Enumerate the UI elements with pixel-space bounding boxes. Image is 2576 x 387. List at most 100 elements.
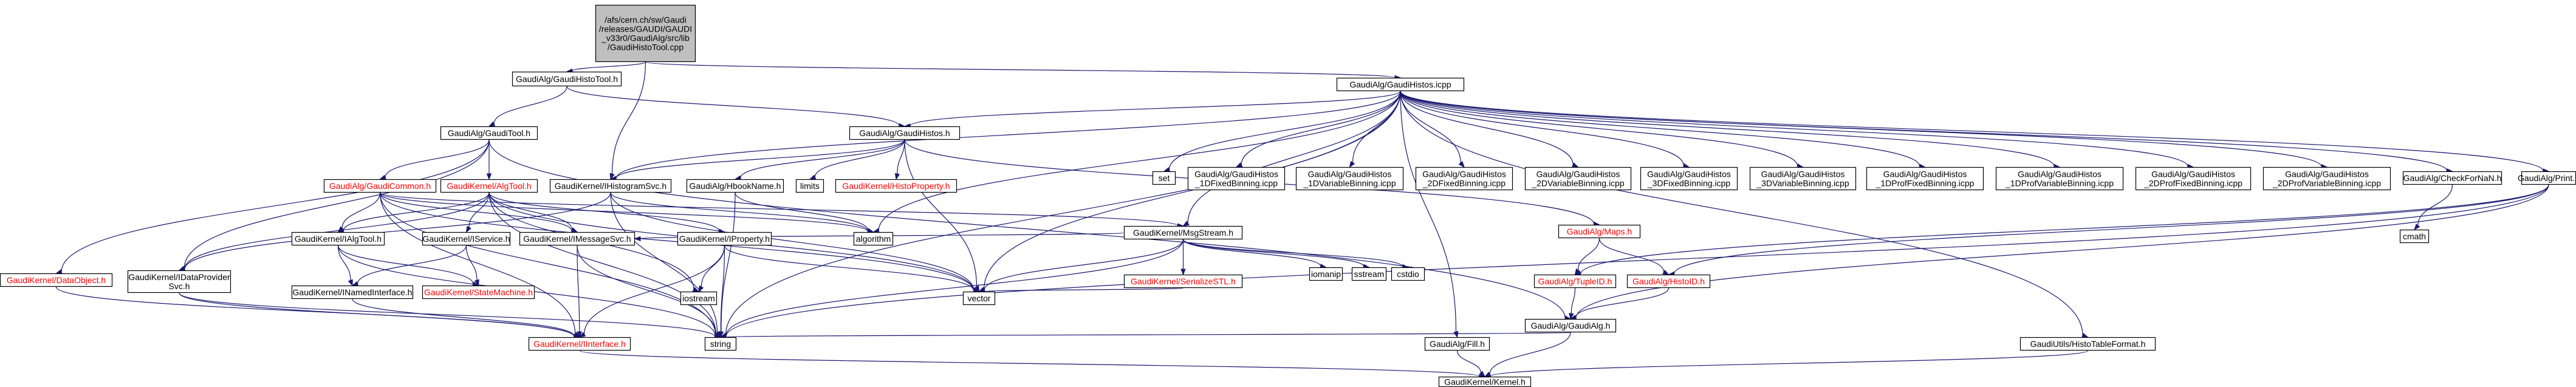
edge-gaudihistos_icpp-to-h2dprofvar xyxy=(1400,91,2328,170)
node-dataobject-h[interactable]: GaudiKernel/DataObject.h xyxy=(0,273,113,287)
arrowhead xyxy=(474,279,479,287)
node-hbookname-h[interactable]: GaudiAlg/HbookName.h xyxy=(686,179,784,193)
node-cstdio[interactable]: cstdio xyxy=(1391,267,1425,281)
node-ihistogramsvc-h[interactable]: GaudiKernel/IHistogramSvc.h xyxy=(549,179,672,193)
node-gaudihistotool-h[interactable]: GaudiAlg/GaudiHistoTool.h xyxy=(512,71,622,87)
arrowhead xyxy=(692,287,700,292)
arrowhead xyxy=(1569,312,1574,320)
node-label: GaudiAlg/GaudiHistos.h xyxy=(859,128,950,138)
node-h2dvar[interactable]: GaudiAlg/GaudiHistos_2DVariableBinning.i… xyxy=(1524,166,1632,191)
node-iservice-h[interactable]: GaudiKernel/IService.h xyxy=(422,231,511,246)
node-box xyxy=(1309,267,1343,281)
edge-line xyxy=(1400,91,2188,167)
node-kernel-h[interactable]: GaudiKernel/Kernel.h xyxy=(1438,376,1532,387)
edge-msgstream_h-to-string xyxy=(719,239,1184,339)
node-h1dprofvar[interactable]: GaudiAlg/GaudiHistos_1DProfVariableBinni… xyxy=(1995,166,2124,191)
edge-line xyxy=(343,192,490,231)
edge-gaudihistotool_h-to-gaudihistos_h xyxy=(566,86,906,129)
node-inamedinterface-h[interactable]: GaudiKernel/INamedInterface.h xyxy=(291,285,414,300)
node-box xyxy=(680,291,718,306)
node-h1dvar[interactable]: GaudiAlg/GaudiHistos_1DVariableBinning.i… xyxy=(1295,166,1404,191)
node-fill-h[interactable]: GaudiAlg/Fill.h xyxy=(1424,337,1490,351)
node-ialgtool-h[interactable]: GaudiKernel/IAlgTool.h xyxy=(291,231,385,246)
edge-line xyxy=(379,192,576,334)
node-checkfornan-h[interactable]: GaudiAlg/CheckForNaN.h xyxy=(2402,171,2502,185)
node-imessagesvc-h[interactable]: GaudiKernel/IMessageSvc.h xyxy=(519,231,635,246)
node-label: _1DFixedBinning.icpp xyxy=(1194,179,1278,188)
node-gaudicommon-h[interactable]: GaudiAlg/GaudiCommon.h xyxy=(323,179,437,193)
node-box xyxy=(1123,274,1243,289)
node-box xyxy=(0,273,113,287)
node-label: GaudiKernel/AlgTool.h xyxy=(447,181,531,191)
node-histotableformat-h[interactable]: GaudiUtils/HistoTableFormat.h xyxy=(2019,337,2156,351)
node-vector[interactable]: vector xyxy=(962,291,996,306)
node-iomanip[interactable]: iomanip xyxy=(1309,267,1343,281)
node-h2dfixed[interactable]: GaudiAlg/GaudiHistos_2DFixedBinning.icpp xyxy=(1415,166,1513,191)
node-label: _2DProfVariableBinning.icpp xyxy=(2272,179,2381,188)
node-iinterface-h[interactable]: GaudiKernel/IInterface.h xyxy=(528,337,631,351)
edge-line xyxy=(183,139,490,269)
edge-line xyxy=(615,91,1401,179)
node-label: _2DProfFixedBinning.icpp xyxy=(2143,179,2242,188)
edge-fill_h-to-kernel_h xyxy=(1456,350,1486,377)
node-h2dproffixed[interactable]: GaudiAlg/GaudiHistos_2DProfFixedBinning.… xyxy=(2135,166,2252,191)
node-msgstream-h[interactable]: GaudiKernel/MsgStream.h xyxy=(1123,225,1243,240)
node-algtool-h[interactable]: GaudiKernel/AlgTool.h xyxy=(440,179,538,193)
node-sstream[interactable]: sstream xyxy=(1351,267,1387,281)
node-histoid-h[interactable]: GaudiAlg/HistoID.h xyxy=(1626,274,1711,289)
node-label: _1DVariableBinning.icpp xyxy=(1303,179,1396,188)
node-statemachine-h[interactable]: GaudiKernel/StateMachine.h xyxy=(422,285,535,300)
node-label: _1DProfVariableBinning.icpp xyxy=(2005,179,2114,188)
node-label: GaudiAlg/GaudiHistos xyxy=(1308,170,1392,179)
arrowhead xyxy=(1453,330,1459,338)
edge-gaudihistos_icpp-to-h3dfixed xyxy=(1400,91,1690,168)
node-h2dprofvar[interactable]: GaudiAlg/GaudiHistos_2DProfVariableBinni… xyxy=(2263,166,2391,191)
arrowhead xyxy=(2414,224,2420,231)
node-cmath[interactable]: cmath xyxy=(2399,229,2430,244)
node-iostream[interactable]: iostream xyxy=(680,291,718,306)
node-h3dfixed[interactable]: GaudiAlg/GaudiHistos_3DFixedBinning.icpp xyxy=(1640,166,1738,191)
graph-nodes: /afs/cern.ch/sw/Gaudi/releases/GAUDI/GAU… xyxy=(0,4,2576,387)
edge-gaudihistos_h-to-vector xyxy=(904,139,980,293)
arrowhead xyxy=(718,331,724,338)
node-box xyxy=(512,71,622,87)
node-limits[interactable]: limits xyxy=(795,179,824,193)
node-set[interactable]: set xyxy=(1152,171,1176,185)
node-histoproperty-h[interactable]: GaudiKernel/HistoProperty.h xyxy=(835,179,957,193)
node-gaudihistos-h[interactable]: GaudiAlg/GaudiHistos.h xyxy=(849,126,961,140)
node-print-h[interactable]: GaudiAlg/Print.h xyxy=(2518,171,2576,185)
node-box xyxy=(1336,77,1465,92)
arrowhead xyxy=(1163,166,1171,172)
edge-line xyxy=(488,139,1566,318)
edge-line xyxy=(724,245,975,291)
node-string[interactable]: string xyxy=(704,337,737,351)
node-algorithm[interactable]: algorithm xyxy=(853,231,894,246)
node-h1dfixed[interactable]: GaudiAlg/GaudiHistos_1DFixedBinning.icpp xyxy=(1187,166,1286,191)
node-label: iomanip xyxy=(1311,269,1341,279)
edge-line xyxy=(725,184,2549,337)
edge-ialgtool_h-to-inamedinterface_h xyxy=(337,245,353,287)
edge-serializestl_h-to-vector xyxy=(978,287,1184,295)
node-label: _1DProfFixedBinning.icpp xyxy=(1875,179,1975,188)
node-gaudialg-h[interactable]: GaudiAlg/GaudiAlg.h xyxy=(1524,318,1617,333)
node-gaudihistos-icpp[interactable]: GaudiAlg/GaudiHistos.icpp xyxy=(1336,77,1465,92)
edge-gaudihistos_icpp-to-msgstream_h xyxy=(1182,91,1401,227)
node-box xyxy=(323,179,437,193)
node-label: GaudiKernel/IMessageSvc.h xyxy=(523,234,631,244)
node-serializestl-h[interactable]: GaudiKernel/SerializeSTL.h xyxy=(1123,274,1243,289)
node-maps-h[interactable]: GaudiAlg/Maps.h xyxy=(1558,224,1641,239)
node-label: set xyxy=(1159,173,1170,183)
node-label: GaudiKernel/DataObject.h xyxy=(7,275,106,285)
edge-print_h-to-string xyxy=(719,184,2549,340)
edge-gauditool_h-to-dataobject_h xyxy=(55,139,490,275)
edge-line xyxy=(735,192,869,231)
node-tupleid-h[interactable]: GaudiAlg/TupleID.h xyxy=(1533,274,1617,289)
node-h1dproffixed[interactable]: GaudiAlg/GaudiHistos_1DProfFixedBinning.… xyxy=(1866,166,1984,191)
node-gauditool-h[interactable]: GaudiAlg/GaudiTool.h xyxy=(440,126,538,140)
edge-root-to-ihistogramsvc_h xyxy=(609,61,646,180)
edge-line xyxy=(385,139,490,178)
node-iproperty-h[interactable]: GaudiKernel/IProperty.h xyxy=(677,231,772,246)
edge-line xyxy=(615,139,905,179)
node-h3dvar[interactable]: GaudiAlg/GaudiHistos_3DVariableBinning.i… xyxy=(1749,166,1857,191)
